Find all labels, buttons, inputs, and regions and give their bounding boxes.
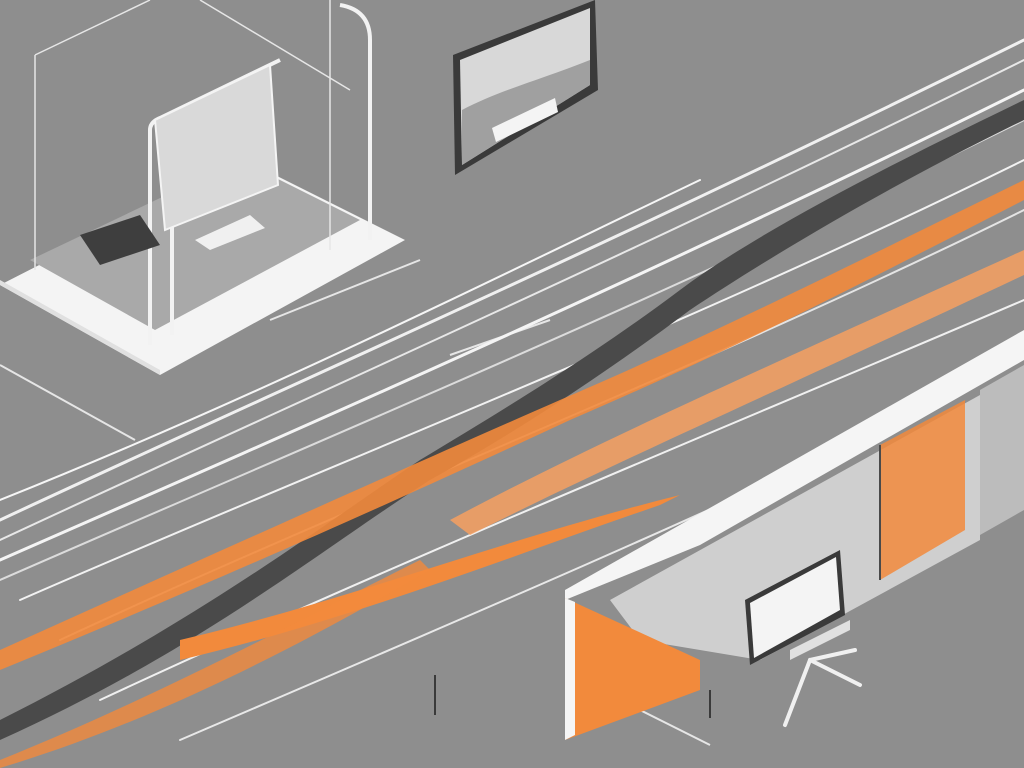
chair-base (783, 648, 862, 727)
floor-posts (434, 675, 711, 718)
glass-booth (0, 0, 405, 375)
reception-desk (565, 330, 1024, 740)
orange-streaks (0, 180, 1024, 768)
wall-monitor (453, 0, 598, 175)
dark-streak (0, 100, 1024, 740)
desk-monitor (745, 550, 850, 665)
